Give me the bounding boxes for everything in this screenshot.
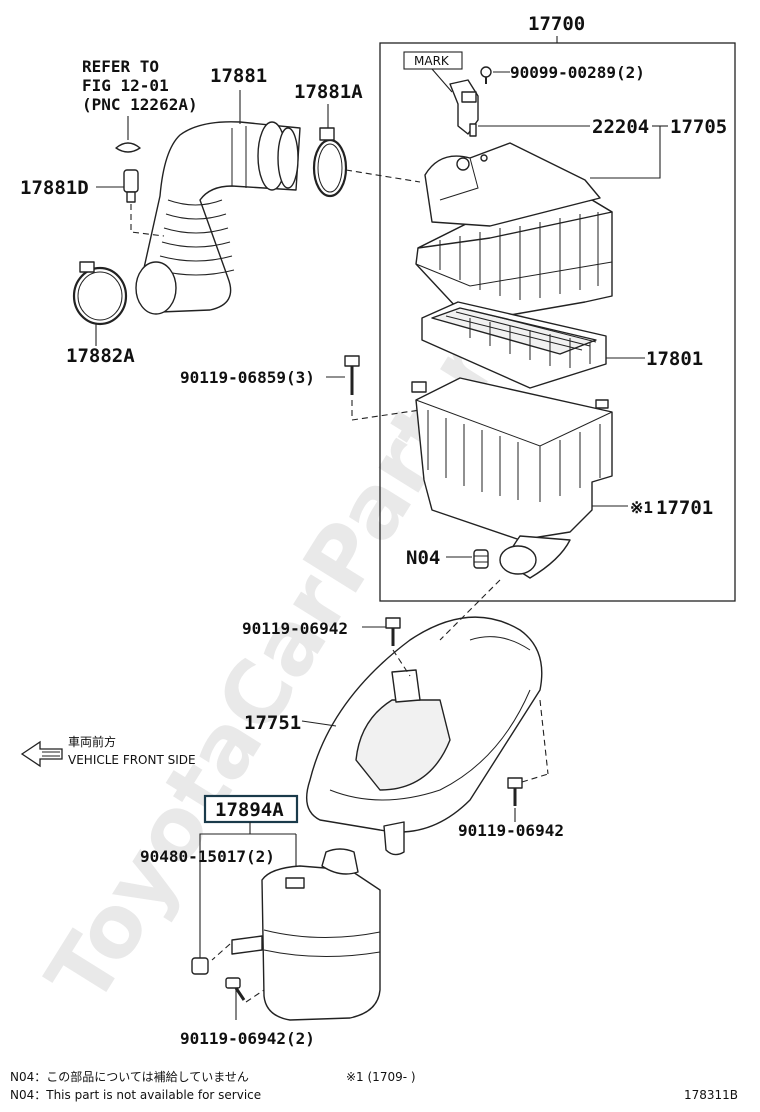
label-17701[interactable]: 17701 — [656, 497, 713, 519]
label-90119-06942-right[interactable]: 90119-06942 — [458, 821, 564, 840]
resonator-label-box — [203, 794, 299, 824]
label-front-en: VEHICLE FRONT SIDE — [68, 753, 196, 767]
air-inlet-drawing — [306, 616, 543, 856]
cleaner-case-drawing — [411, 377, 613, 579]
label-17881d[interactable]: 17881D — [20, 177, 89, 199]
clamp-17882a-drawing — [72, 261, 128, 326]
filter-element-drawing — [421, 301, 607, 389]
label-n04[interactable]: N04 — [406, 547, 440, 569]
front-arrow-icon — [20, 740, 63, 768]
hose-cap-drawing — [115, 142, 141, 153]
inlet-bolt-top-drawing — [385, 617, 401, 646]
label-17751[interactable]: 17751 — [244, 712, 301, 734]
label-90119-06859[interactable]: 90119-06859(3) — [180, 368, 315, 387]
label-90099-00289[interactable]: 90099-00289(2) — [510, 63, 645, 82]
note-ref: ※1 (1709- ) — [346, 1070, 416, 1084]
refer-line3[interactable]: (PNC 12262A) — [82, 95, 198, 114]
label-22204[interactable]: 22204 — [592, 116, 649, 138]
sensor-drawing — [449, 66, 492, 137]
mark-box — [403, 51, 463, 70]
note-en: N04：This part is not available for servi… — [10, 1088, 261, 1102]
label-17881[interactable]: 17881 — [210, 65, 267, 87]
inlet-bolt-right-drawing — [507, 777, 523, 806]
clamp-17881a-drawing — [312, 127, 348, 198]
label-17700[interactable]: 17700 — [528, 13, 585, 35]
label-17705[interactable]: 17705 — [670, 116, 727, 138]
case-bolt-drawing — [344, 355, 360, 395]
bottom-bolt-drawing — [225, 977, 246, 1001]
resonator-drawing — [231, 848, 381, 1021]
label-17882a[interactable]: 17882A — [66, 345, 135, 367]
cleaner-cap-drawing — [415, 142, 613, 323]
label-ref-mark: ※1 — [630, 498, 653, 517]
label-17894a[interactable]: 17894A — [215, 799, 284, 821]
air-hose-drawing — [135, 121, 301, 315]
label-90119-06942-2[interactable]: 90119-06942(2) — [180, 1029, 315, 1048]
label-90119-06942-top[interactable]: 90119-06942 — [242, 619, 348, 638]
label-17801[interactable]: 17801 — [646, 348, 703, 370]
refer-line1: REFER TO — [82, 57, 159, 76]
diagram-id: 178311B — [684, 1088, 738, 1102]
label-front-jp: 車両前方 — [68, 734, 116, 749]
label-90480-15017[interactable]: 90480-15017(2) — [140, 847, 275, 866]
refer-line2[interactable]: FIG 12-01 — [82, 76, 169, 95]
fitting-17881d-drawing — [123, 169, 139, 203]
label-mark: MARK — [414, 54, 450, 68]
note-jp: N04：この部品については補給していません — [10, 1069, 249, 1084]
n04-grommet-drawing — [473, 549, 489, 569]
label-17881a[interactable]: 17881A — [294, 81, 363, 103]
nut-drawing — [191, 957, 209, 975]
